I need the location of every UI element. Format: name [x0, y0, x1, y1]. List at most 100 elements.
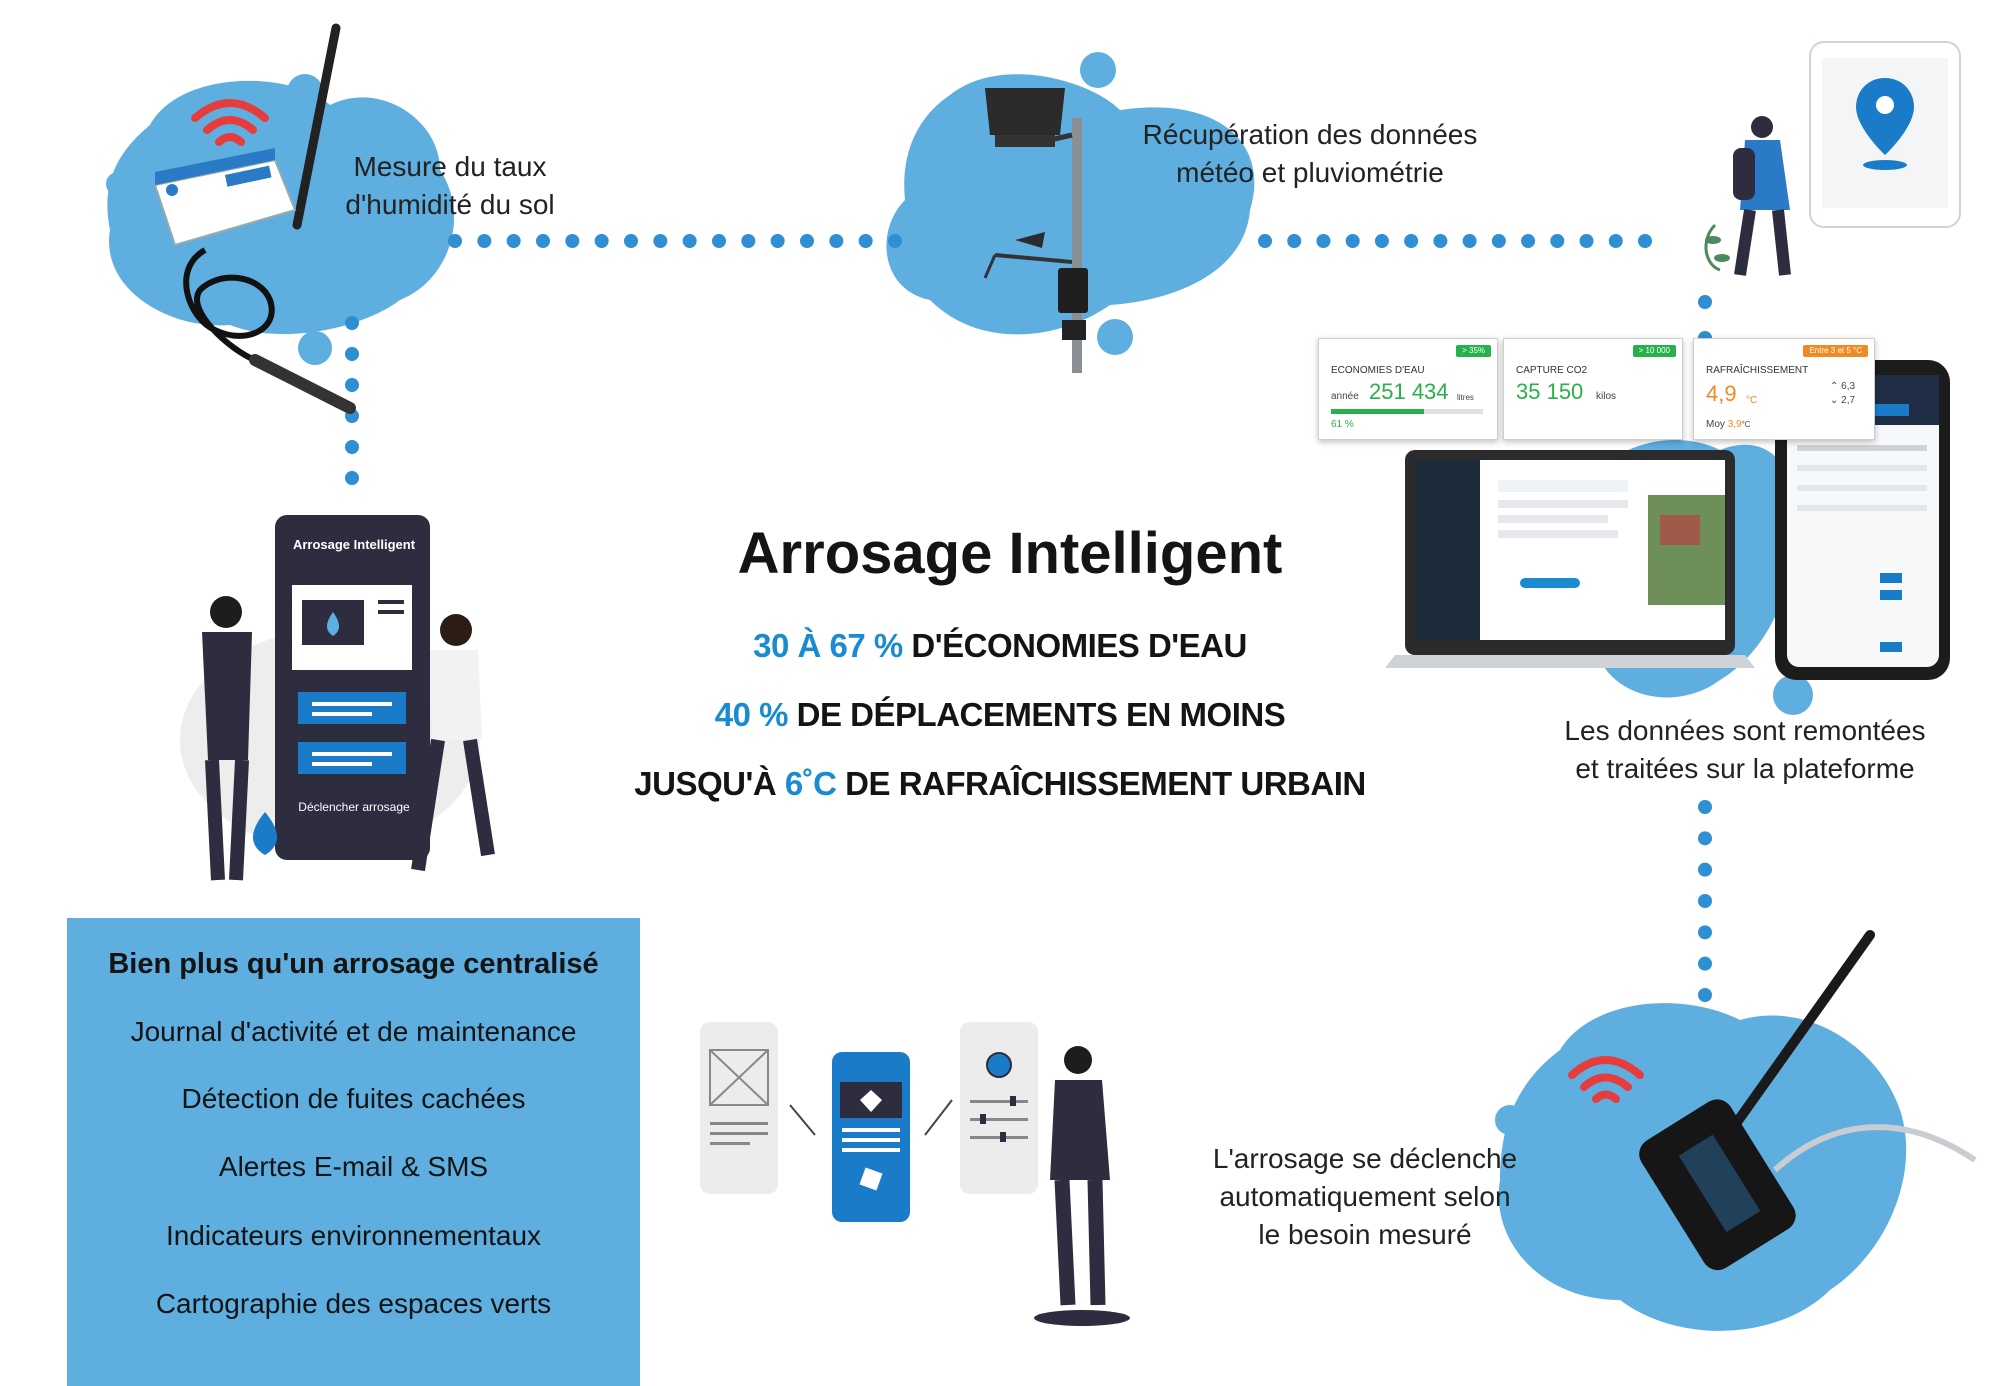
connector-dot	[829, 234, 844, 248]
card-water-savings: > 35% ECONOMIES D'EAU année 251 434 litr…	[1318, 338, 1498, 440]
stat-urban-cooling: JUSQU'À 6˚C DE RAFRAÎCHISSEMENT URBAIN	[500, 765, 1500, 803]
wireframe-man-illustration	[700, 1022, 1130, 1326]
caption-platform: Les données sont remontées et traitées s…	[1564, 715, 1926, 784]
card-label: ECONOMIES D'EAU	[1331, 365, 1425, 376]
connector-dot	[1491, 234, 1506, 248]
feature-item: Détection de fuites cachées	[181, 1083, 526, 1114]
connector-dot	[1258, 234, 1272, 248]
card-value: 4,9	[1706, 381, 1737, 406]
chevron-down-icon: ⌄	[1830, 395, 1839, 406]
stat-highlight: 40 %	[714, 696, 789, 733]
deco-dot	[287, 74, 323, 110]
deco-dot	[106, 172, 130, 196]
deco-dot	[1773, 675, 1813, 715]
connector-dot	[1404, 234, 1419, 248]
deco-dot	[298, 331, 332, 365]
stat-water-savings: 30 À 67 % D'ÉCONOMIES D'EAU	[500, 627, 1500, 665]
connector-dot	[536, 234, 550, 248]
stat-highlight: 30 À 67 %	[753, 627, 903, 664]
features-title: Bien plus qu'un arrosage centralisé	[108, 948, 599, 980]
card-min: ⌄ 2,7	[1830, 395, 1856, 406]
dashboard-devices-illustration	[1385, 360, 1950, 680]
connector-dot	[345, 316, 359, 330]
feature-item: Alertes E-mail & SMS	[218, 1151, 489, 1182]
feature-item: Journal d'activité et de maintenance	[130, 1016, 577, 1047]
status-badge: > 10 000	[1632, 345, 1676, 357]
card-value: 35 150	[1516, 379, 1584, 404]
card-label: RAFRAÎCHISSEMENT	[1706, 365, 1809, 376]
deco-dot	[1495, 1105, 1525, 1135]
connector-dot	[1287, 234, 1302, 248]
connector-dot	[1698, 925, 1712, 940]
connector-dot	[1698, 862, 1712, 877]
connector-dot	[1374, 234, 1389, 248]
card-co2-capture: > 10 000 CAPTURE CO2 35 150 kilos	[1503, 338, 1683, 440]
stat-text: DE DÉPLACEMENTS EN MOINS	[788, 696, 1286, 733]
connector-dot	[1638, 234, 1652, 248]
connector-dot	[653, 234, 668, 248]
wifi-signal-icon	[191, 99, 269, 146]
connector-dot	[477, 234, 492, 248]
connector-dot	[1579, 234, 1594, 248]
connector-dot	[345, 347, 359, 361]
connector-dot	[506, 234, 521, 248]
connector-dot	[1698, 988, 1712, 1002]
connector-dot	[624, 234, 638, 248]
connector-dot	[1698, 800, 1712, 814]
connector-dot	[770, 234, 785, 248]
connector-dot	[712, 234, 726, 248]
deco-dot	[1097, 319, 1133, 355]
connector-dot	[800, 234, 814, 248]
connector-dot	[1433, 234, 1448, 248]
card-value: 251 434	[1369, 379, 1449, 404]
features-panel: Bien plus qu'un arrosage centralisé Jour…	[67, 918, 640, 1386]
card-unit: °C	[1746, 395, 1758, 406]
connector-dot	[345, 471, 359, 485]
connector-dot	[1550, 234, 1565, 248]
card-label: CAPTURE CO2	[1516, 365, 1588, 376]
status-badge: > 35%	[1456, 345, 1491, 357]
location-pin-icon	[1856, 78, 1914, 155]
connector-dot	[594, 234, 609, 248]
phone-trigger-label: Déclencher arrosage	[298, 800, 410, 814]
hiker-tablet-illustration	[1704, 41, 1961, 276]
phone-people-illustration	[180, 515, 495, 881]
caption-valve: L'arrosage se déclenche automatiquement …	[1212, 1143, 1518, 1250]
connector-dot	[1345, 234, 1360, 248]
stat-prefix: JUSQU'À	[634, 765, 785, 802]
card-average: Moy 3,9°C	[1706, 419, 1751, 430]
card-period: année	[1331, 391, 1359, 402]
stat-text: DE RAFRAÎCHISSEMENT URBAIN	[836, 765, 1366, 802]
card-cooling: Entre 3 et 5 °C RAFRAÎCHISSEMENT 4,9 °C …	[1693, 338, 1875, 440]
connector-dot	[1521, 234, 1536, 248]
wifi-signal-icon	[1568, 1056, 1644, 1103]
connector-dot	[1698, 894, 1712, 908]
deco-dot	[1080, 52, 1116, 88]
connector-dot	[345, 440, 359, 454]
valve-device-illustration	[1568, 930, 1977, 1271]
phone-app-title: Arrosage Intelligent	[292, 537, 416, 552]
connector-dot	[345, 378, 359, 392]
connector-dot	[1698, 831, 1712, 846]
caption-soil-sensor: Mesure du taux d'humidité du sol	[345, 151, 555, 220]
connector-dot	[1608, 234, 1623, 248]
connector-dot	[1698, 956, 1712, 971]
dotted-connectors	[345, 234, 1712, 1002]
connector-dot	[1462, 234, 1477, 248]
connector-dot	[858, 234, 873, 248]
connector-dot	[1698, 295, 1712, 309]
soil-sensor-illustration	[153, 23, 356, 414]
connector-dot	[565, 234, 580, 248]
progress-track	[1331, 409, 1483, 414]
page-title: Arrosage Intelligent	[737, 521, 1283, 586]
connector-dot	[682, 234, 697, 248]
chevron-up-icon: ⌃	[1830, 381, 1839, 392]
card-max: ⌃ 6,3	[1830, 381, 1856, 392]
progress-label: 61 %	[1331, 419, 1354, 430]
water-drop-icon	[252, 812, 278, 855]
blob-weather	[886, 74, 1255, 335]
card-unit: kilos	[1596, 391, 1617, 402]
card-unit: litres	[1457, 393, 1474, 402]
